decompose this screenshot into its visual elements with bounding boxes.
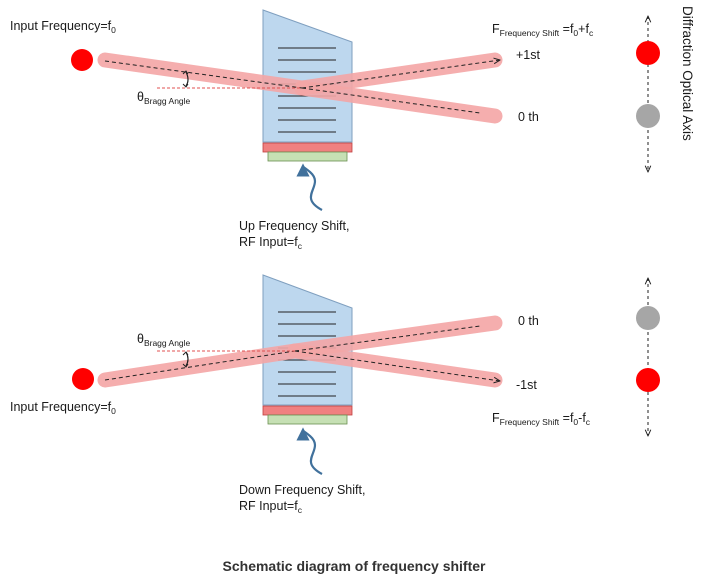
bottom-panel: θBragg Angle Input Frequency=f0 0 th -1s… — [10, 274, 660, 515]
top-plus1-beam — [294, 52, 503, 96]
bottom-input-beam — [97, 343, 303, 388]
top-crystal — [262, 9, 353, 143]
bottom-transducer — [262, 405, 353, 416]
top-input-spot — [71, 49, 93, 71]
top-transducer-base — [267, 151, 348, 162]
bottom-minus1-spot — [636, 368, 660, 392]
top-order-plus1: +1st — [516, 48, 541, 62]
bottom-shift-line2: RF Input=fc — [239, 499, 303, 515]
bottom-zero-ray — [294, 325, 481, 352]
top-output-formula: FFrequency Shift =f0+fc — [492, 22, 594, 38]
top-input-ray — [104, 60, 303, 89]
top-order-zero: 0 th — [518, 110, 539, 124]
top-zero-beam — [294, 80, 503, 124]
bottom-rf-arrow — [296, 427, 323, 475]
diagram-caption: Schematic diagram of frequency shifter — [223, 558, 487, 574]
top-shift-line1: Up Frequency Shift, — [239, 219, 349, 233]
top-zero-ray — [301, 87, 481, 114]
top-transducer — [262, 142, 353, 153]
bottom-transducer-base — [267, 414, 348, 425]
bottom-shift-line1: Down Frequency Shift, — [239, 483, 365, 497]
top-input-label: Input Frequency=f0 — [10, 19, 116, 35]
bottom-angle-label: θBragg Angle — [137, 332, 191, 348]
top-bragg-arc — [185, 71, 189, 87]
bottom-input-spot — [72, 368, 94, 390]
top-panel: Input Frequency=f0 θBragg Angle FFrequen… — [10, 9, 660, 251]
top-angle-label: θBragg Angle — [137, 90, 191, 106]
bottom-order-minus1: -1st — [516, 378, 537, 392]
bottom-order-zero: 0 th — [518, 314, 539, 328]
top-plus1-spot — [636, 41, 660, 65]
diffraction-axis-label: Diffraction Optical Axis — [680, 6, 695, 141]
bottom-zero-spot — [636, 306, 660, 330]
top-shift-line2: RF Input=fc — [239, 235, 303, 251]
top-zero-spot — [636, 104, 660, 128]
bottom-input-label: Input Frequency=f0 — [10, 400, 116, 416]
top-rf-arrow — [296, 163, 323, 211]
top-plus1-ray — [301, 60, 500, 89]
bottom-output-formula: FFrequency Shift =f0-fc — [492, 411, 591, 427]
